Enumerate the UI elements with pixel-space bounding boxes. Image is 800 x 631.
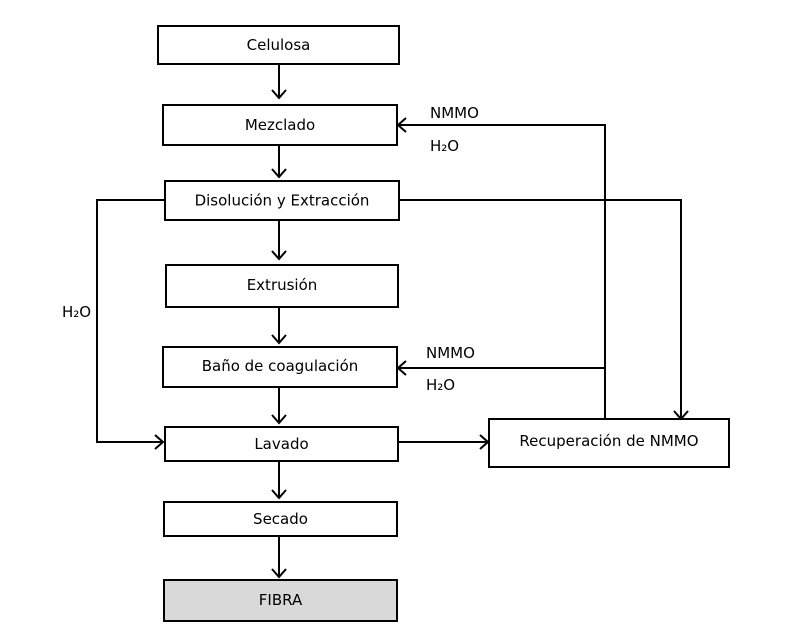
connectors — [96, 64, 689, 579]
node-extrusion: Extrusión — [165, 264, 399, 308]
node-secado: Secado — [163, 501, 398, 537]
edge-label-h2o-bano: H₂O — [426, 376, 455, 394]
arrowhead-fibra — [271, 568, 287, 579]
node-bano: Baño de coagulación — [162, 346, 398, 388]
node-label-lavado: Lavado — [254, 435, 308, 453]
arrowhead-lavado — [271, 414, 287, 425]
edge-label-nmmo-mezclado: NMMO — [430, 104, 479, 122]
node-label-mezclado: Mezclado — [245, 116, 315, 134]
edge-disolucion-recuperacion — [399, 199, 682, 418]
node-label-extrusion: Extrusión — [247, 276, 318, 294]
arrowhead-secado — [271, 489, 287, 500]
arrowhead-bypass-lavado — [154, 434, 165, 450]
arrowhead-bano — [271, 334, 287, 345]
arrowhead-mezclado — [271, 89, 287, 100]
edge-recycle-mezclado — [399, 124, 606, 418]
edge-h2o-bypass — [96, 199, 165, 443]
node-label-celulosa: Celulosa — [247, 36, 311, 54]
edge-label-h2o-mezclado: H₂O — [430, 137, 459, 155]
edge-label-h2o-bypass: H₂O — [62, 303, 91, 321]
node-mezclado: Mezclado — [162, 104, 398, 146]
node-disolucion: Disolución y Extracción — [164, 180, 400, 221]
node-label-secado: Secado — [253, 510, 308, 528]
node-lavado: Lavado — [164, 426, 399, 462]
node-recuperacion: Recuperación de NMMO — [488, 418, 730, 468]
node-fibra: FIBRA — [163, 579, 398, 622]
arrowhead-disolucion — [271, 168, 287, 179]
node-celulosa: Celulosa — [157, 25, 400, 65]
node-label-disolucion: Disolución y Extracción — [195, 192, 370, 210]
node-label-bano: Baño de coagulación — [202, 357, 359, 375]
node-label-fibra: FIBRA — [259, 591, 303, 609]
node-label-recuperacion: Recuperación de NMMO — [519, 432, 698, 450]
arrowhead-extrusion — [271, 250, 287, 261]
edge-label-nmmo-bano: NMMO — [426, 344, 475, 362]
